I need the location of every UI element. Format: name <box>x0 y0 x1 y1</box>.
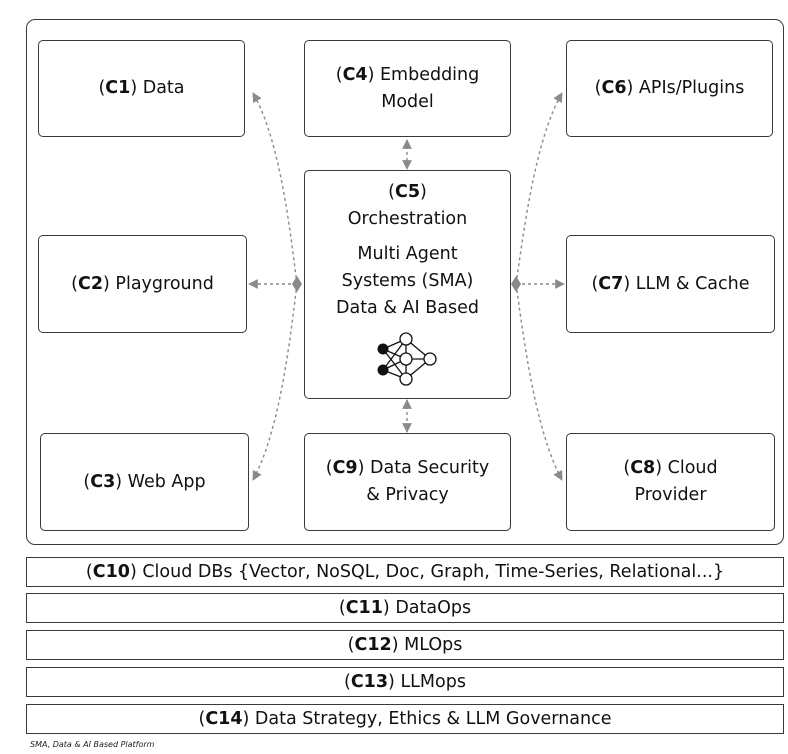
c2-label: Playground <box>115 273 214 294</box>
c4-label-line2: Model <box>381 91 434 112</box>
c8-label-line2: Provider <box>634 485 707 505</box>
c7-id: C7 <box>598 273 624 294</box>
c14-data-strategy-layer: (C14) Data Strategy, Ethics & LLM Govern… <box>26 704 784 734</box>
c5-orchestration-box: (C5) Orchestration Multi Agent Systems (… <box>304 170 511 399</box>
c11-dataops-layer: (C11) DataOps <box>26 593 784 623</box>
c8-id: C8 <box>630 458 656 478</box>
c1-label: Data <box>142 78 185 98</box>
c13-label: LLMops <box>400 672 466 692</box>
c7-label: LLM & Cache <box>635 273 750 294</box>
c9-label-line1: Data Security <box>370 458 490 478</box>
c12-label: MLOps <box>404 635 463 655</box>
c3-id: C3 <box>90 471 116 492</box>
platform-frame <box>26 19 784 545</box>
c4-id: C4 <box>342 64 368 85</box>
c11-id: C11 <box>345 598 383 618</box>
c9-data-security-box: (C9) Data Security & Privacy <box>304 433 511 531</box>
c5-line1: Orchestration <box>347 209 468 229</box>
c7-llm-cache-box: (C7) LLM & Cache <box>566 235 775 333</box>
c1-data-box: (C1) Data <box>38 40 245 137</box>
c5-id: C5 <box>394 182 421 202</box>
c12-mlops-layer: (C12) MLOps <box>26 630 784 660</box>
c14-label: Data Strategy, Ethics & LLM Governance <box>254 709 612 729</box>
c8-cloud-provider-box: (C8) Cloud Provider <box>566 433 775 531</box>
c4-embedding-model-box: (C4) Embedding Model <box>304 40 511 137</box>
c1-id: C1 <box>105 78 131 98</box>
c9-label-line2: & Privacy <box>366 485 449 505</box>
c8-label-line1: Cloud <box>667 458 718 478</box>
c13-llmops-layer: (C13) LLMops <box>26 667 784 697</box>
c12-id: C12 <box>354 635 392 655</box>
c10-label: Cloud DBs {Vector, NoSQL, Doc, Graph, Ti… <box>142 562 725 582</box>
c6-label: APIs/Plugins <box>638 78 745 98</box>
c13-id: C13 <box>350 672 389 692</box>
c9-id: C9 <box>332 458 358 478</box>
c5-line4: Data & AI Based <box>336 298 479 318</box>
c4-label-line1: Embedding <box>379 64 480 85</box>
c5-line2: Multi Agent <box>357 244 458 264</box>
c6-apis-plugins-box: (C6) APIs/Plugins <box>566 40 773 137</box>
c3-web-app-box: (C3) Web App <box>40 433 249 531</box>
c14-id: C14 <box>205 709 243 729</box>
c3-label: Web App <box>127 471 206 492</box>
c10-id: C10 <box>92 562 130 582</box>
c2-id: C2 <box>77 273 104 294</box>
c2-playground-box: (C2) Playground <box>38 235 247 333</box>
c10-cloud-dbs-layer: (C10) Cloud DBs {Vector, NoSQL, Doc, Gra… <box>26 557 784 587</box>
c6-id: C6 <box>601 78 627 98</box>
c11-label: DataOps <box>395 598 472 618</box>
neural-network-icon <box>377 332 437 386</box>
c5-line3: Systems (SMA) <box>341 271 474 291</box>
figure-caption: SMA, Data & AI Based Platform <box>30 740 155 749</box>
